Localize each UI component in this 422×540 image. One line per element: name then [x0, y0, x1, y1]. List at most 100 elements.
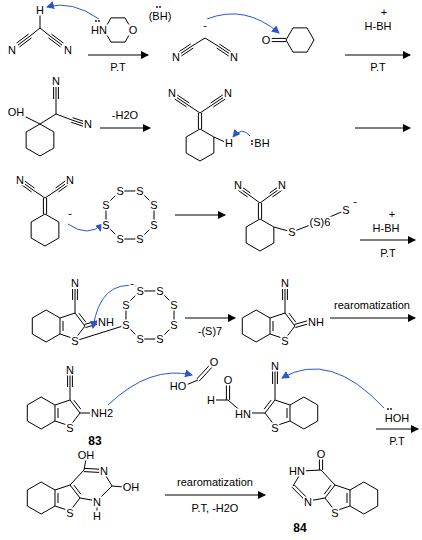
bond-line: [84, 459, 86, 470]
reaction-arrows: [88, 55, 418, 495]
bond-line: [213, 137, 214, 153]
chem-label: -: [352, 196, 358, 207]
chem-label: S: [287, 227, 296, 238]
chem-label: N: [70, 278, 80, 289]
bond-line: [41, 482, 55, 490]
bond-line: [60, 313, 75, 318]
bond-line: [75, 300, 76, 313]
bond-line: [56, 87, 57, 99]
bond-line: [31, 238, 45, 246]
chem-label: S: [135, 234, 144, 245]
chem-label: P.T: [388, 436, 406, 447]
bond-line: [55, 485, 70, 490]
chem-label: NH: [307, 317, 325, 328]
bond-line: [286, 40, 293, 52]
chem-label: O: [316, 449, 327, 460]
bond-line: [275, 371, 276, 384]
reaction-arrow: [100, 128, 150, 129]
bond-line: [269, 318, 270, 334]
chem-label: HN: [288, 466, 306, 477]
bond-line: [19, 38, 31, 47]
chem-label: NH: [97, 317, 115, 328]
bond-line: [287, 289, 288, 300]
bond-line: [41, 506, 55, 514]
chem-label: S: [280, 336, 289, 347]
chem-label: S: [155, 285, 164, 296]
chem-label: -: [67, 208, 73, 219]
bond-line: [246, 243, 260, 251]
bond-line: [260, 243, 274, 251]
chem-label: N: [63, 45, 73, 56]
chem-label: N: [99, 466, 109, 477]
chem-label: N: [15, 175, 25, 186]
chem-label: S: [330, 508, 339, 519]
chem-label: HO: [169, 381, 188, 392]
bond-line: [32, 310, 46, 318]
bond-line: [290, 421, 304, 429]
bond-line: [111, 17, 125, 18]
chem-label: S: [135, 285, 144, 296]
bond-line: [256, 334, 270, 342]
reaction-arrow: [165, 495, 265, 496]
electron-arrow: [282, 369, 384, 408]
bond-line: [205, 38, 218, 46]
chem-label: NH2: [90, 408, 114, 419]
bond-line: [261, 203, 262, 219]
chem-label: O: [128, 25, 139, 36]
bond-line: [54, 405, 55, 421]
chem-label: S: [101, 200, 110, 211]
lone-pair-dot: [390, 408, 392, 410]
chem-label: S: [121, 300, 130, 311]
chem-label: N: [277, 180, 287, 191]
bond-line: [43, 198, 44, 214]
chem-label: N: [83, 119, 93, 130]
chem-label: S: [270, 423, 279, 434]
bond-line: [275, 400, 290, 405]
bond-line: [290, 397, 304, 405]
bond-line: [226, 385, 227, 400]
bond-line: [325, 485, 335, 498]
bond-line: [275, 384, 276, 400]
chem-label: H: [35, 5, 45, 16]
bond-line: [260, 219, 274, 227]
electron-arrow: [207, 14, 279, 33]
reaction-arrow: [185, 318, 235, 319]
bond-line: [72, 375, 73, 387]
chem-label: N: [280, 278, 290, 289]
bond-line: [77, 289, 78, 300]
bond-line: [33, 190, 45, 198]
bond-line: [67, 375, 68, 387]
bond-line: [273, 321, 274, 331]
chem-label: S: [65, 423, 74, 434]
bond-line: [192, 38, 205, 46]
bond-line: [364, 506, 378, 514]
bond-line: [32, 318, 33, 334]
bond-line: [75, 289, 76, 300]
chem-label: +: [380, 7, 388, 18]
electron-arrow: [108, 373, 192, 405]
bond-line: [322, 458, 323, 470]
bond-line: [277, 371, 278, 384]
chem-label: N: [171, 52, 181, 63]
chem-label: -(S)7: [197, 326, 223, 337]
bond-line: [27, 506, 41, 514]
chem-label: H-BH: [372, 223, 401, 234]
bond-line: [56, 99, 57, 114]
chem-label: H: [206, 395, 216, 406]
chem-label: O: [261, 35, 272, 46]
bond-line: [181, 48, 193, 56]
bond-line: [258, 203, 259, 219]
bond-line: [201, 113, 202, 129]
reaction-arrow: [88, 55, 148, 56]
bond-line: [229, 385, 230, 400]
bond-line: [45, 214, 59, 222]
chem-label: +: [388, 209, 396, 220]
bond-line: [188, 105, 200, 113]
bond-line: [46, 198, 47, 214]
bond-line: [304, 421, 318, 429]
chem-label: H: [92, 511, 102, 522]
chem-label: -: [202, 20, 208, 31]
electron-arrows: [47, 5, 384, 408]
chem-label: N: [7, 45, 17, 56]
